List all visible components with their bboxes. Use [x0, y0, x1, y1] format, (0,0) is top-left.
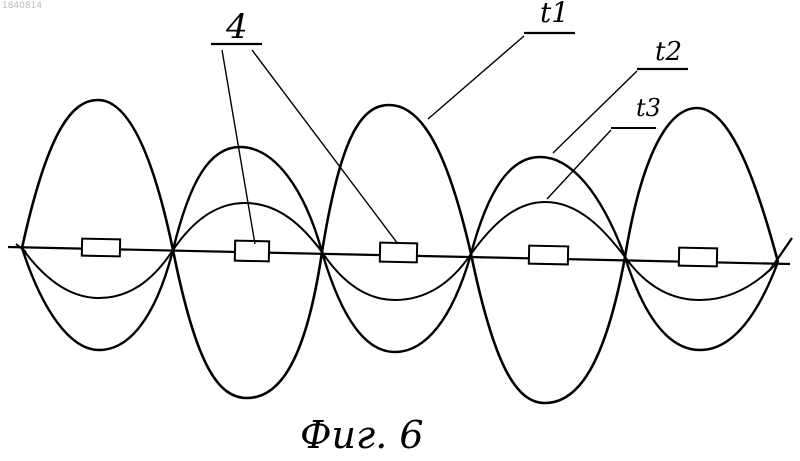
leader-t1: [428, 36, 524, 119]
label-element-4: 4: [225, 7, 248, 47]
figure-caption: Фиг. 6: [300, 413, 424, 457]
element-rect-4: [529, 246, 568, 265]
element-rect-3: [380, 243, 417, 263]
document-number: 1840814: [2, 1, 42, 11]
label-t3: t3: [636, 94, 661, 122]
leader-t2: [553, 71, 637, 153]
element-rect-2: [235, 241, 269, 262]
leader-4-to-rect-3: [252, 50, 398, 244]
label-t2: t2: [655, 37, 682, 67]
label-t1: t1: [540, 0, 569, 29]
element-rect-1: [82, 239, 120, 257]
element-rect-5: [679, 248, 717, 267]
leader-t3: [547, 130, 611, 199]
